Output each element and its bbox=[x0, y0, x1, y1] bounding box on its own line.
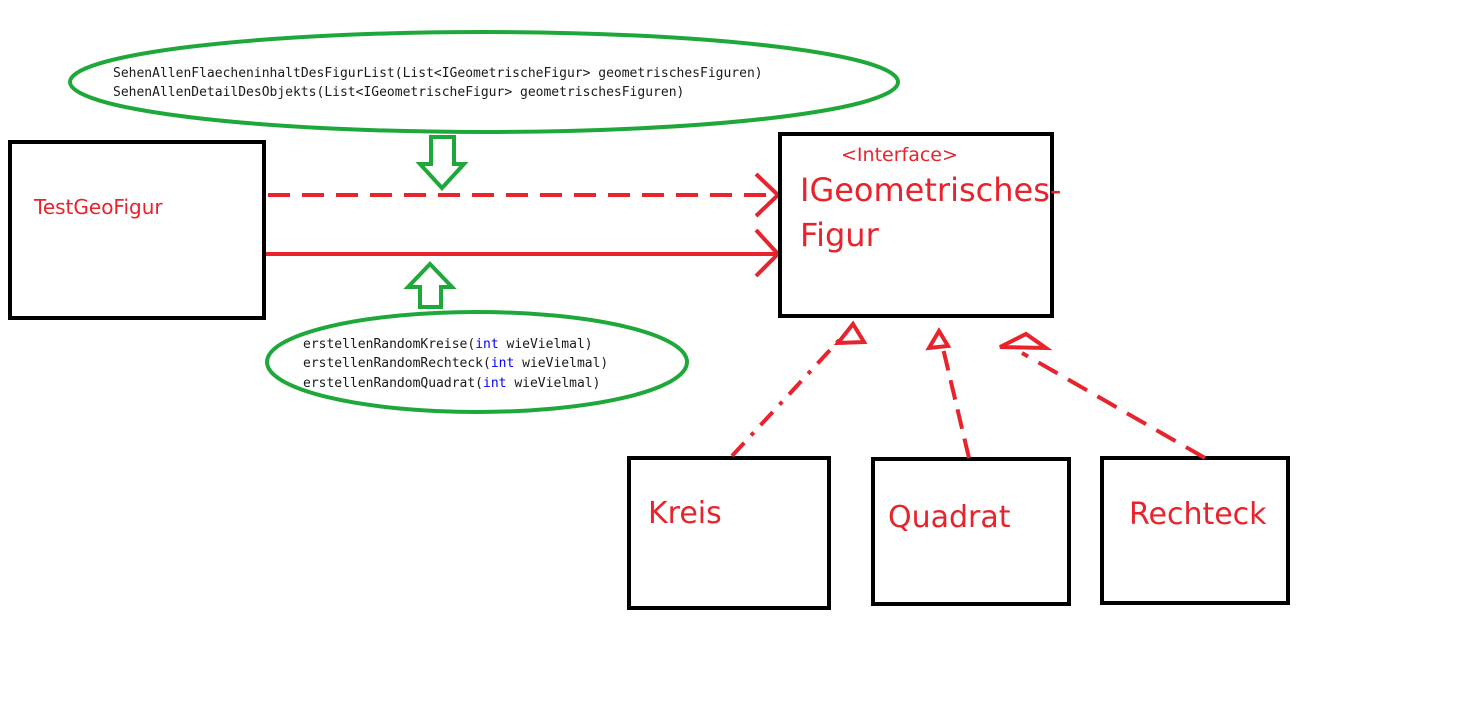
bottom-note-line-2: erstellenRandomRechteck(int wieVielmal) bbox=[303, 356, 608, 371]
interface-name-line-2: Figur bbox=[800, 216, 880, 254]
kreis-realization-arrow bbox=[730, 320, 868, 458]
kreis-box: Kreis bbox=[627, 456, 831, 610]
top-note-ellipse bbox=[68, 30, 900, 134]
dependency-arrow bbox=[268, 172, 781, 218]
rechteck-realization-arrow bbox=[999, 331, 1206, 460]
test-geo-figur-label: TestGeoFigur bbox=[33, 195, 163, 219]
bottom-note-line-3: erstellenRandomQuadrat(int wieVielmal) bbox=[303, 376, 600, 391]
quadrat-realization-arrow bbox=[925, 327, 971, 459]
interface-name-line-1: IGeometrisches- bbox=[800, 171, 1061, 209]
bottom-note-ellipse bbox=[265, 310, 689, 414]
quadrat-box: Quadrat bbox=[871, 457, 1071, 606]
green-down-arrow-icon bbox=[415, 135, 469, 191]
quadrat-label: Quadrat bbox=[888, 500, 1011, 535]
green-up-arrow-icon bbox=[403, 261, 457, 309]
top-note-line-2: SehenAllenDetailDesObjekts(List<IGeometr… bbox=[113, 85, 684, 100]
kreis-label: Kreis bbox=[648, 496, 722, 531]
rechteck-box: Rechteck bbox=[1100, 456, 1290, 605]
interface-stereotype: <Interface> bbox=[841, 144, 958, 166]
bottom-note-line-1: erstellenRandomKreise(int wieVielmal) bbox=[303, 337, 593, 352]
association-arrow bbox=[266, 228, 781, 278]
rechteck-label: Rechteck bbox=[1129, 497, 1267, 532]
interface-box: <Interface> IGeometrisches- Figur bbox=[778, 132, 1061, 318]
test-geo-figur-box: TestGeoFigur bbox=[8, 140, 266, 320]
top-note-line-1: SehenAllenFlaecheninhaltDesFigurList(Lis… bbox=[113, 66, 763, 81]
